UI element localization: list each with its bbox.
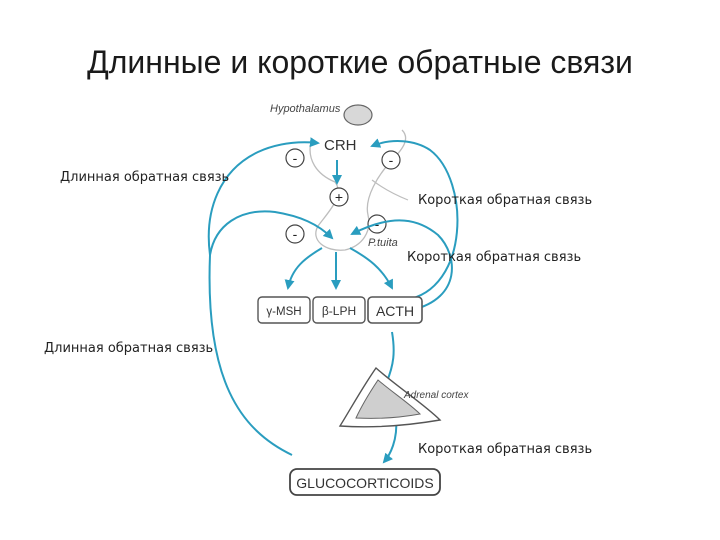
svg-text:GLUCOCORTICOIDS: GLUCOCORTICOIDS [296,475,433,491]
short-feedback-label-upper: Короткая обратная связь [418,193,593,208]
msh-box: γ-MSH [257,296,311,324]
crh-label: CRH [324,137,357,154]
svg-text:+: + [335,189,343,205]
minus-sign-right-upper: - [381,150,401,170]
pituitary-to-msh-arrow [284,247,323,290]
slide-title: Длинные и короткие обратные связи [87,44,633,80]
pituitary-stalk [371,179,409,201]
glucocorticoids-box: GLUCOCORTICOIDS [289,468,441,496]
svg-text:β-LPH: β-LPH [322,304,356,318]
svg-text:ACTH: ACTH [376,303,414,319]
pituitary-label: P.tuita [368,237,398,249]
svg-text:-: - [389,152,394,168]
short-feedback-label-middle: Короткая обратная связь [407,250,582,265]
long-feedback-label-upper: Длинная обратная связь [60,170,230,185]
svg-text:γ-MSH: γ-MSH [266,306,301,318]
pituitary-to-acth-arrow [349,247,393,290]
long-loop-pituitary-arrow [209,210,334,256]
long-loop-body [208,254,293,456]
acth-short-loop-pituitary-arrow [350,219,453,311]
adrenal-cortex [338,366,442,428]
plus-sign: + [329,187,349,207]
minus-sign-left-upper: - [285,148,305,168]
hypothalamus-label: Hypothalamus [270,103,341,115]
lph-box: β-LPH [312,296,366,324]
hypothalamus-shape [343,104,373,126]
adrenal-cortex-label: Adrenal cortex [403,390,469,401]
long-feedback-label-lower: Длинная обратная связь [44,341,214,356]
short-feedback-label-lower: Короткая обратная связь [418,442,593,457]
long-loop-crh-arrow [207,137,320,256]
feedback-arrows [207,137,459,464]
acth-box: ACTH [367,296,423,324]
acth-short-loop-crh-arrow [370,138,459,301]
minus-sign-left-lower: - [285,224,305,244]
svg-text:-: - [293,150,298,166]
svg-text:-: - [293,226,298,242]
